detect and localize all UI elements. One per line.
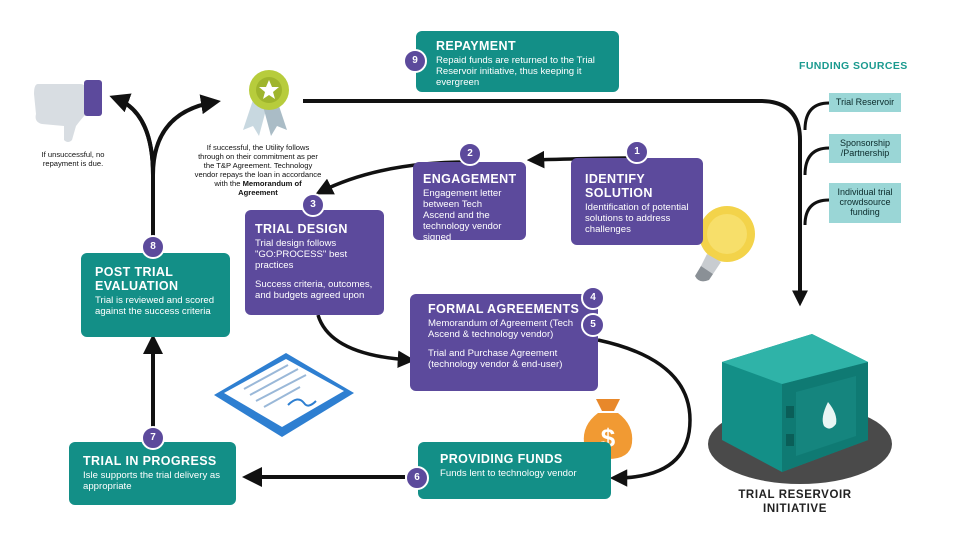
- step-number-1: 1: [625, 140, 649, 164]
- step-number-8: 8: [141, 235, 165, 259]
- step-trial-design-box: TRIAL DESIGN Trial design follows "GO:PR…: [245, 210, 384, 315]
- step-identify-solution-title: IDENTIFY SOLUTION: [585, 172, 653, 200]
- step-repayment-box: REPAYMENT Repaid funds are returned to t…: [416, 31, 619, 92]
- step-post-trial-evaluation-text: Trial is reviewed and scored against the…: [95, 295, 215, 317]
- step-trial-in-progress-box: TRIAL IN PROGRESS Isle supports the tria…: [69, 442, 236, 505]
- arrow-5-to-6: [597, 338, 692, 487]
- step-trial-in-progress-text: Isle supports the trial delivery as appr…: [83, 470, 221, 492]
- step-number-6: 6: [405, 466, 429, 490]
- funding-sources-heading: FUNDING SOURCES: [799, 60, 908, 72]
- note-unsuccessful: If unsuccessful, no repayment is due.: [41, 150, 105, 168]
- step-identify-solution-text: Identification of potential solutions to…: [585, 202, 689, 235]
- note-successful-line-1: If successful, the Utility follows throu…: [198, 143, 318, 170]
- funding-branch-lines: [803, 101, 830, 226]
- step-formal-agreements-text-2: Trial and Purchase Agreement (technology…: [428, 348, 563, 370]
- note-successful-line-2: Technology vendor repays the loan in acc…: [194, 161, 322, 188]
- reservoir-label: TRIAL RESERVOIR INITIATIVE: [738, 489, 852, 515]
- step-number-2: 2: [458, 142, 482, 166]
- funding-source-trial-reservoir: Trial Reservoir: [829, 93, 901, 112]
- step-number-4: 4: [581, 286, 605, 310]
- step-post-trial-evaluation-box: POST TRIAL EVALUATION Trial is reviewed …: [81, 253, 230, 337]
- step-trial-design-title: TRIAL DESIGN: [255, 222, 348, 236]
- step-formal-agreements-text: Memorandum of Agreement (Tech Ascend & t…: [428, 318, 574, 340]
- step-formal-agreements-title: FORMAL AGREEMENTS: [428, 302, 580, 316]
- award-ribbon-icon: [243, 70, 289, 136]
- thumbs-down-icon: [34, 80, 102, 142]
- funding-source-sponsorship: Sponsorship /Partnership: [829, 134, 901, 163]
- step-post-trial-evaluation-title: POST TRIAL EVALUATION: [95, 265, 179, 293]
- step-engagement-text: Engagement letter between Tech Ascend an…: [423, 188, 502, 243]
- repayment-arrow: [303, 99, 808, 307]
- step-providing-funds-title: PROVIDING FUNDS: [440, 452, 563, 466]
- step-formal-agreements-box: FORMAL AGREEMENTS Memorandum of Agreemen…: [410, 294, 598, 391]
- step-engagement-box: ENGAGEMENT Engagement letter between Tec…: [413, 162, 526, 243]
- step-trial-design-text: Trial design follows "GO:PROCESS" best p…: [255, 238, 348, 271]
- note-successful: If successful, the Utility follows throu…: [194, 143, 322, 197]
- funding-source-crowdsource: Individual trial crowdsource funding: [829, 183, 901, 223]
- step-number-3: 3: [301, 193, 325, 217]
- note-successful-bold: Memorandum of Agreement: [238, 179, 302, 197]
- lightbulb-icon: [695, 206, 755, 282]
- step-trial-design-text-2: Success criteria, outcomes, and budgets …: [255, 279, 373, 301]
- step-repayment-text: Repaid funds are returned to the Trial R…: [436, 55, 595, 88]
- step-providing-funds-box: PROVIDING FUNDS Funds lent to technology…: [418, 442, 611, 499]
- safe-vault-icon: [708, 334, 892, 484]
- step-number-5: 5: [581, 313, 605, 337]
- step-engagement-title: ENGAGEMENT: [423, 172, 517, 186]
- step-trial-in-progress-title: TRIAL IN PROGRESS: [83, 454, 217, 468]
- step-number-9: 9: [403, 49, 427, 73]
- step-repayment-title: REPAYMENT: [436, 39, 517, 53]
- contract-document-icon: [214, 353, 354, 437]
- arrow-3-to-4: [316, 314, 416, 368]
- step-identify-solution-box: IDENTIFY SOLUTION Identification of pote…: [571, 158, 703, 245]
- step-providing-funds-text: Funds lent to technology vendor: [440, 468, 577, 479]
- step-number-7: 7: [141, 426, 165, 450]
